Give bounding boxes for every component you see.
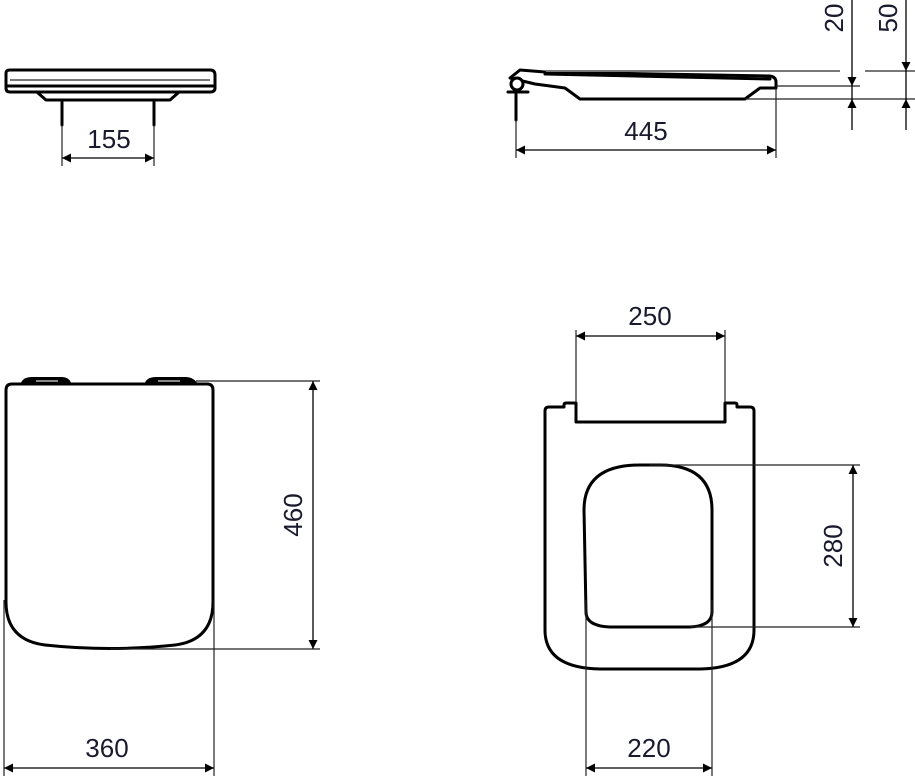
seat-outline [543,401,756,671]
seat-side-profile [508,68,778,101]
dimension-label-opening-width: 220 [627,733,670,763]
cover-outline [4,382,215,650]
dimension-label-seat-thickness: 20 [819,4,849,33]
dimension-label-length: 445 [624,116,667,146]
cover-top-line [543,72,772,81]
side-view: 445 20 50 [506,0,915,158]
dimension-label-opening-length: 280 [818,524,848,567]
seat-top-view: 250 280 220 [543,301,860,776]
front-view: 155 [4,68,217,166]
seat-edge-profile [4,68,217,94]
dimension-label-cover-width: 360 [85,733,128,763]
dimension-label-cover-length: 460 [278,493,308,536]
cover-top-view: 460 360 [3,377,320,776]
seat-underside [36,91,180,102]
dimension-label-hinge-spacing: 155 [87,124,130,154]
dimension-label-hinge-cutout: 250 [628,301,671,331]
dimension-label-total-thickness: 50 [873,4,903,33]
seat-opening [582,463,714,629]
hinge-pivot [509,76,525,92]
